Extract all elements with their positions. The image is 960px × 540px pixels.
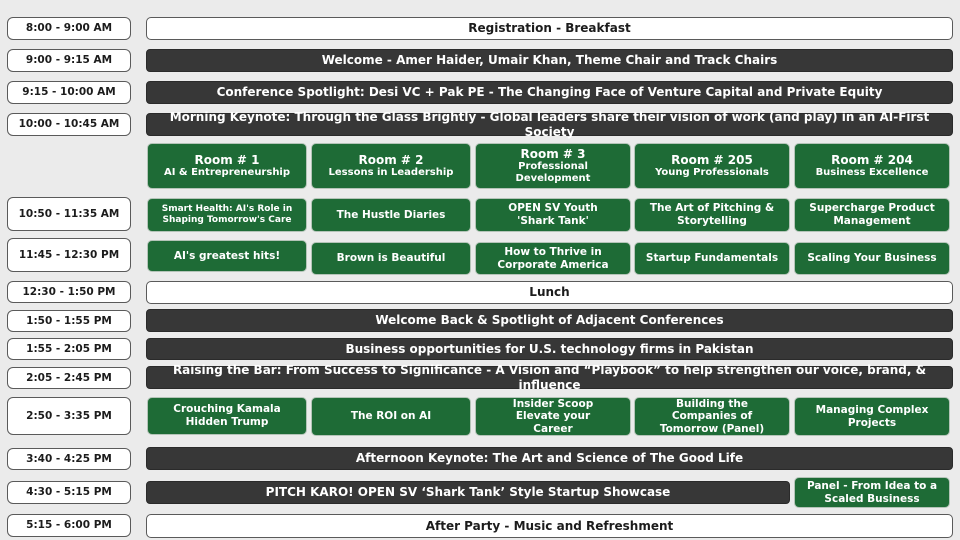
breakout-session-label: The Art of Pitching & Storytelling [649, 202, 775, 227]
time-slot: 12:30 - 1:50 PM [7, 281, 131, 303]
session-lunch: Lunch [146, 281, 953, 304]
room-title: Room # 1 [194, 152, 260, 167]
session-welcome: Welcome - Amer Haider, Umair Khan, Theme… [146, 49, 953, 72]
session-raising-the-bar: Raising the Bar: From Success to Signifi… [146, 363, 953, 392]
session-business-opportunities: Business opportunities for U.S. technolo… [146, 338, 953, 360]
session-welcome-back: Welcome Back & Spotlight of Adjacent Con… [146, 309, 953, 332]
room-subtitle: Lessons in Leadership [328, 167, 454, 179]
time-slot: 1:50 - 1:55 PM [7, 310, 131, 332]
room-subtitle: Young Professionals [655, 167, 769, 179]
room-title: Room # 2 [358, 152, 424, 167]
breakout-session: Managing Complex Projects [794, 397, 950, 436]
breakout-session: The Hustle Diaries [311, 198, 471, 232]
breakout-session-label: Building the Companies of Tomorrow (Pane… [659, 397, 765, 435]
breakout-session: How to Thrive in Corporate America [475, 242, 631, 275]
time-slot: 2:50 - 3:35 PM [7, 397, 131, 435]
breakout-session-label: Managing Complex Projects [815, 403, 929, 429]
breakout-session: OPEN SV Youth 'Shark Tank' [475, 198, 631, 232]
room-title: Room # 205 [671, 152, 753, 167]
session-conference-spotlight: Conference Spotlight: Desi VC + Pak PE -… [146, 81, 953, 104]
breakout-session-label: Insider Scoop Elevate your Career [512, 397, 594, 435]
time-slot: 4:30 - 5:15 PM [7, 481, 131, 504]
breakout-session: AI's greatest hits! [147, 240, 307, 272]
breakout-session: The ROI on AI [311, 397, 471, 436]
time-slot: 8:00 - 9:00 AM [7, 17, 131, 40]
room-header: Room # 204 Business Excellence [794, 143, 950, 189]
time-slot: 9:00 - 9:15 AM [7, 49, 131, 72]
room-subtitle: Professional Development [515, 161, 591, 185]
session-afternoon-keynote: Afternoon Keynote: The Art and Science o… [146, 447, 953, 470]
time-slot: 2:05 - 2:45 PM [7, 367, 131, 389]
breakout-session: Smart Health: AI's Role in Shaping Tomor… [147, 198, 307, 232]
room-subtitle: Business Excellence [815, 167, 929, 179]
session-after-party: After Party - Music and Refreshment [146, 514, 953, 538]
breakout-session: Brown is Beautiful [311, 242, 471, 275]
panel-session-label: Panel - From Idea to a Scaled Business [806, 479, 938, 505]
breakout-session: Scaling Your Business [794, 242, 950, 275]
breakout-session: Insider Scoop Elevate your Career [475, 397, 631, 436]
breakout-session-label: How to Thrive in Corporate America [497, 245, 609, 271]
time-slot: 5:15 - 6:00 PM [7, 514, 131, 537]
room-header: Room # 3 Professional Development [475, 143, 631, 189]
room-title: Room # 204 [831, 152, 913, 167]
room-header: Room # 2 Lessons in Leadership [311, 143, 471, 189]
room-header: Room # 205 Young Professionals [634, 143, 790, 189]
session-morning-keynote: Morning Keynote: Through the Glass Brigh… [146, 110, 953, 139]
time-slot: 1:55 - 2:05 PM [7, 338, 131, 360]
panel-session: Panel - From Idea to a Scaled Business [794, 477, 950, 508]
breakout-session-label: Crouching Kamala Hidden Trump [173, 403, 281, 428]
time-slot: 9:15 - 10:00 AM [7, 81, 131, 104]
breakout-session: Crouching Kamala Hidden Trump [147, 397, 307, 435]
time-slot: 10:00 - 10:45 AM [7, 113, 131, 136]
breakout-session-label: OPEN SV Youth 'Shark Tank' [508, 202, 598, 227]
time-slot: 3:40 - 4:25 PM [7, 448, 131, 470]
session-pitch-karo: PITCH KARO! OPEN SV ‘Shark Tank’ Style S… [146, 481, 790, 504]
room-title: Room # 3 [520, 146, 586, 161]
breakout-session: Building the Companies of Tomorrow (Pane… [634, 397, 790, 436]
session-registration: Registration - Breakfast [146, 17, 953, 40]
breakout-session: Startup Fundamentals [634, 242, 790, 275]
breakout-session: Supercharge Product Management [794, 198, 950, 232]
time-slot: 11:45 - 12:30 PM [7, 238, 131, 272]
room-subtitle: AI & Entrepreneurship [163, 167, 291, 179]
room-header: Room # 1 AI & Entrepreneurship [147, 143, 307, 189]
time-slot: 10:50 - 11:35 AM [7, 197, 131, 231]
breakout-session: The Art of Pitching & Storytelling [634, 198, 790, 232]
